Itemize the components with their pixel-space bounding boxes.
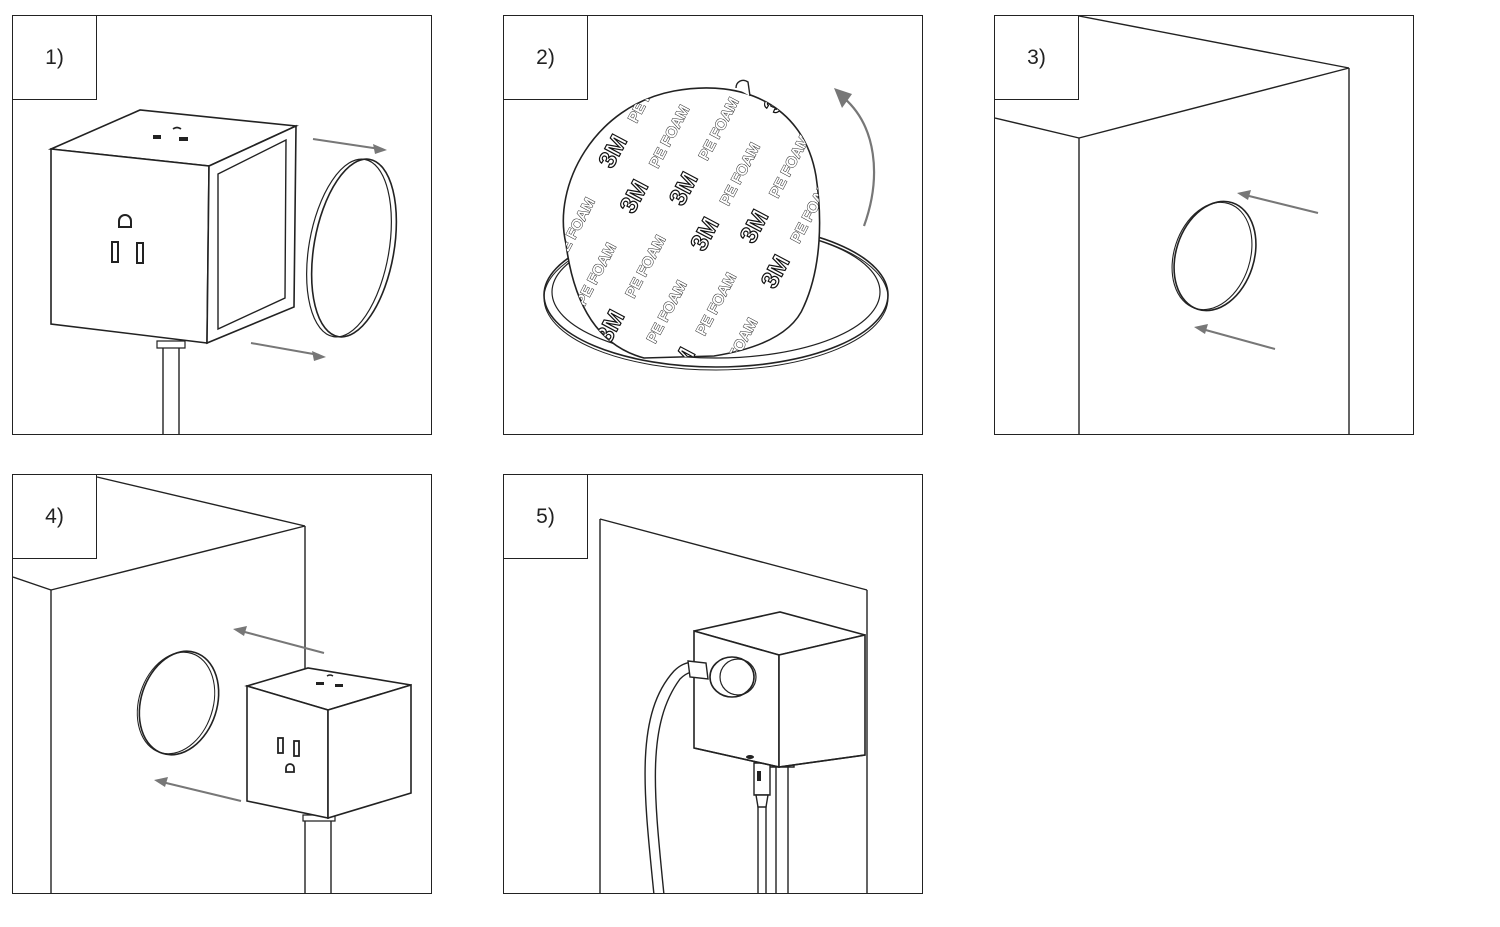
power-cord <box>156 340 186 434</box>
step-4-number-box: 4) <box>13 475 97 559</box>
step-5-number-box: 5) <box>504 475 588 559</box>
wall-corner <box>599 518 868 893</box>
power-cord <box>302 814 336 893</box>
step-2-illustration: 3M PE FOAM 3M PE FOAM 3M PE FOAM 3M PE F… <box>543 38 889 430</box>
step-3-panel: 3) <box>994 15 1414 435</box>
arrow-left-icon <box>154 626 325 802</box>
step-3-label: 3) <box>1027 45 1046 69</box>
power-cord <box>768 746 796 893</box>
step-1-panel: 1) <box>12 15 432 435</box>
svg-text:3M: 3M <box>683 388 722 430</box>
step-2-number-box: 2) <box>504 16 588 100</box>
step-1-label: 1) <box>45 45 64 69</box>
step-3-number-box: 3) <box>995 16 1079 100</box>
adhesive-pad <box>310 158 398 338</box>
cube-socket <box>47 109 299 345</box>
step-4-panel: 4) <box>12 474 432 894</box>
step-1-number-box: 1) <box>13 16 97 100</box>
wall-corner <box>13 476 306 893</box>
step-2-panel: 2) 3M PE FOAM 3M PE FOAM <box>503 15 923 435</box>
step-5-label: 5) <box>536 504 555 528</box>
adhesive-pad <box>1173 200 1257 312</box>
adhesive-pad <box>138 650 220 756</box>
step-2-label: 2) <box>536 45 555 69</box>
step-5-illustration <box>599 518 868 893</box>
step-4-illustration <box>13 476 412 893</box>
step-4-label: 4) <box>45 504 64 528</box>
curved-arrow-icon <box>834 88 876 227</box>
step-1-illustration <box>47 109 398 434</box>
arrow-right-icon <box>250 138 387 361</box>
plug-cord <box>753 762 771 893</box>
cube-socket <box>244 667 412 820</box>
step-3-illustration <box>995 16 1350 434</box>
step-5-panel: 5) <box>503 474 923 894</box>
side-plug-cable <box>644 656 757 893</box>
arrow-left-icon <box>1194 190 1319 350</box>
svg-text:3M: 3M <box>688 38 727 80</box>
wall-corner <box>995 16 1350 434</box>
